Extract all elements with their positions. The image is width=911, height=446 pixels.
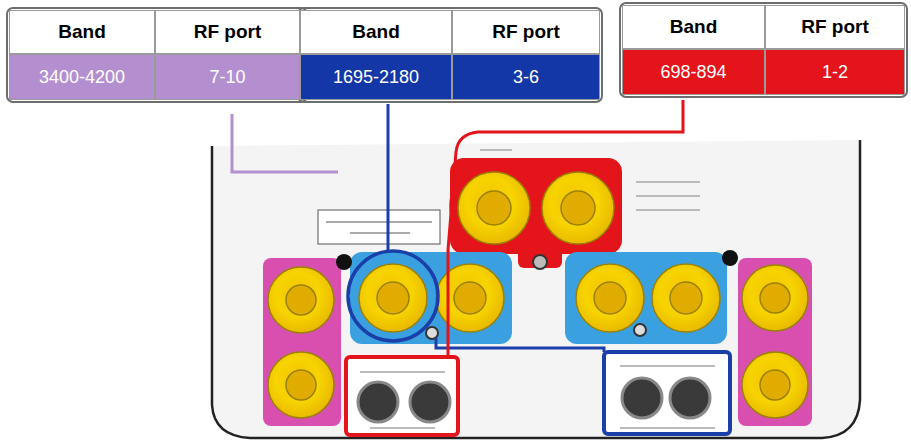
cell-text: Band <box>352 21 400 43</box>
highlight-ring <box>348 251 438 341</box>
cell-text: 3400-4200 <box>39 67 125 88</box>
table-frame <box>620 3 907 97</box>
connector-block-pink <box>738 258 812 426</box>
table-cell: 7-10 <box>155 54 300 100</box>
screw <box>533 255 547 269</box>
cell-text: Band <box>670 16 718 38</box>
table-cell: 698-894 <box>622 49 765 95</box>
table-frame <box>298 8 602 102</box>
marker-dot <box>336 254 352 270</box>
cell-text: 3-6 <box>513 67 539 88</box>
table-frame <box>7 8 307 102</box>
table-header-cell: Band <box>9 10 155 54</box>
cell-text: Band <box>58 21 106 43</box>
cell-text: 1-2 <box>822 62 848 83</box>
leader-line <box>448 100 683 357</box>
table-cell: 1695-2180 <box>300 54 452 100</box>
table-header-cell: RF port <box>452 10 600 54</box>
aisg-port-box <box>346 357 458 435</box>
leader-line <box>436 338 604 352</box>
connector-block-red <box>450 158 622 254</box>
cell-text: 1695-2180 <box>333 67 419 88</box>
cell-text: RF port <box>194 21 262 43</box>
highlight-ring <box>451 163 537 249</box>
connector-block-blue <box>565 252 727 344</box>
connector-block-blue <box>350 252 512 344</box>
table-cell: 3400-4200 <box>9 54 155 100</box>
cell-text: 7-10 <box>209 67 245 88</box>
table-header-cell: RF port <box>765 5 905 49</box>
leader-line <box>387 104 390 252</box>
table-header-cell: Band <box>622 5 765 49</box>
cell-text: RF port <box>492 21 560 43</box>
table-header-cell: Band <box>300 10 452 54</box>
leader-line <box>232 114 338 172</box>
marker-dot <box>722 250 738 266</box>
cell-text: RF port <box>801 16 869 38</box>
table-cell: 1-2 <box>765 49 905 95</box>
label-plate <box>318 210 440 244</box>
aisg-port-box <box>604 352 730 434</box>
table-cell: 3-6 <box>452 54 600 100</box>
aisg-socket <box>358 378 710 422</box>
cell-text: 698-894 <box>660 62 726 83</box>
connector-block-pink <box>263 258 341 426</box>
table-header-cell: RF port <box>155 10 300 54</box>
antenna-housing <box>212 140 860 438</box>
